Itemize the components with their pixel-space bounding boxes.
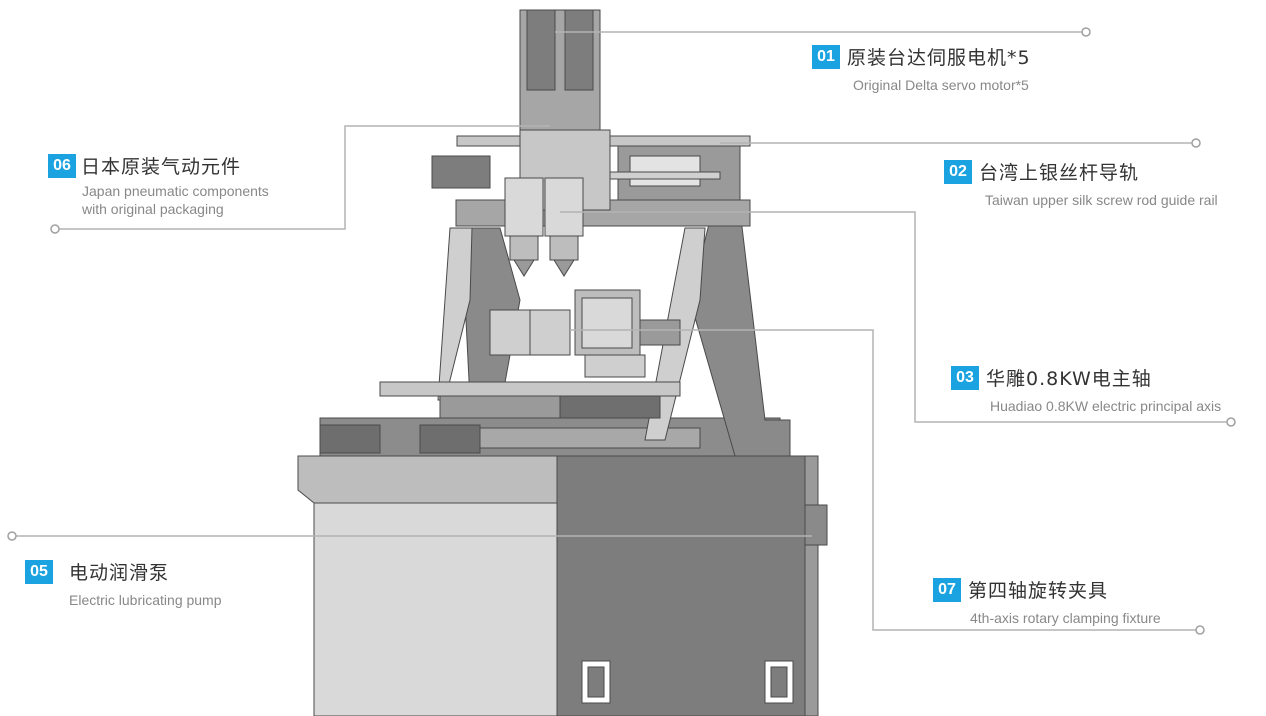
callout-subtitle: Electric lubricating pump (69, 592, 222, 608)
rotary-fixture-plate (584, 354, 646, 378)
cabinet-top-shelf (297, 455, 573, 504)
worktable-top (379, 381, 681, 397)
callout-number: 05 (25, 559, 53, 584)
spindle-tip-right (553, 259, 575, 277)
cabinet-left-body (313, 502, 573, 716)
cabinet-side-bracket (804, 504, 828, 546)
cabinet-side-panel (804, 455, 819, 716)
spindle-motor-left (504, 177, 544, 237)
cabinet-foot-vent-right-inner (770, 666, 788, 698)
callout-subtitle: Original Delta servo motor*5 (853, 77, 1029, 93)
callout-05: 05 电动润滑泵 Electric lubricating pump (25, 558, 222, 609)
base-rail-left (319, 424, 381, 454)
worktable-slab (559, 395, 661, 419)
callout-number: 03 (951, 365, 979, 390)
guide-screw-rod (599, 171, 721, 180)
callout-title: 原装台达伺服电机*5 (847, 47, 1031, 69)
servo-motor-side (431, 155, 491, 189)
callout-title: 台湾上银丝杆导轨 (979, 162, 1140, 184)
spindle-right (549, 235, 579, 261)
callout-title: 华雕0.8KW电主轴 (986, 368, 1152, 390)
servo-motor-top-right (564, 9, 594, 91)
callout-subtitle: with original packaging (82, 201, 224, 217)
gantry-leg-left-light (437, 227, 473, 401)
callout-subtitle: Taiwan upper silk screw rod guide rail (985, 192, 1218, 208)
fixture-clamp-1 (489, 309, 531, 356)
callout-number: 01 (812, 44, 840, 69)
gantry-carriage-window (629, 155, 701, 187)
callout-title: 第四轴旋转夹具 (968, 580, 1109, 602)
callout-subtitle: Huadiao 0.8KW electric principal axis (990, 398, 1222, 414)
callout-02: 02 台湾上银丝杆导轨 Taiwan upper silk screw rod … (944, 158, 1218, 209)
callout-number: 07 (933, 577, 961, 602)
callout-number: 06 (48, 153, 76, 178)
fixture-clamp-2 (529, 309, 571, 356)
spindle-tip-left (513, 259, 535, 277)
callout-title: 电动润滑泵 (69, 562, 170, 584)
callout-subtitle: Japan pneumatic components (82, 183, 269, 199)
callout-07: 07 第四轴旋转夹具 4th-axis rotary clamping fixt… (933, 576, 1161, 627)
fixture-slide (639, 319, 681, 346)
cabinet-foot-vent-left-inner (587, 666, 605, 698)
callout-01: 01 原装台达伺服电机*5 Original Delta servo motor… (812, 43, 1031, 94)
callout-subtitle: 4th-axis rotary clamping fixture (970, 610, 1161, 626)
callout-06: 06 日本原装气动元件 Japan pneumatic components w… (48, 152, 269, 218)
rotary-fixture-head (581, 297, 633, 349)
servo-motor-top-left (526, 9, 556, 91)
spindle-motor-right (544, 177, 584, 237)
callout-title: 日本原装气动元件 (81, 156, 242, 178)
base-rail-mid (419, 424, 481, 454)
callout-number: 02 (944, 159, 972, 184)
callout-03: 03 华雕0.8KW电主轴 Huadiao 0.8KW electric pri… (951, 364, 1221, 415)
spindle-left (509, 235, 539, 261)
